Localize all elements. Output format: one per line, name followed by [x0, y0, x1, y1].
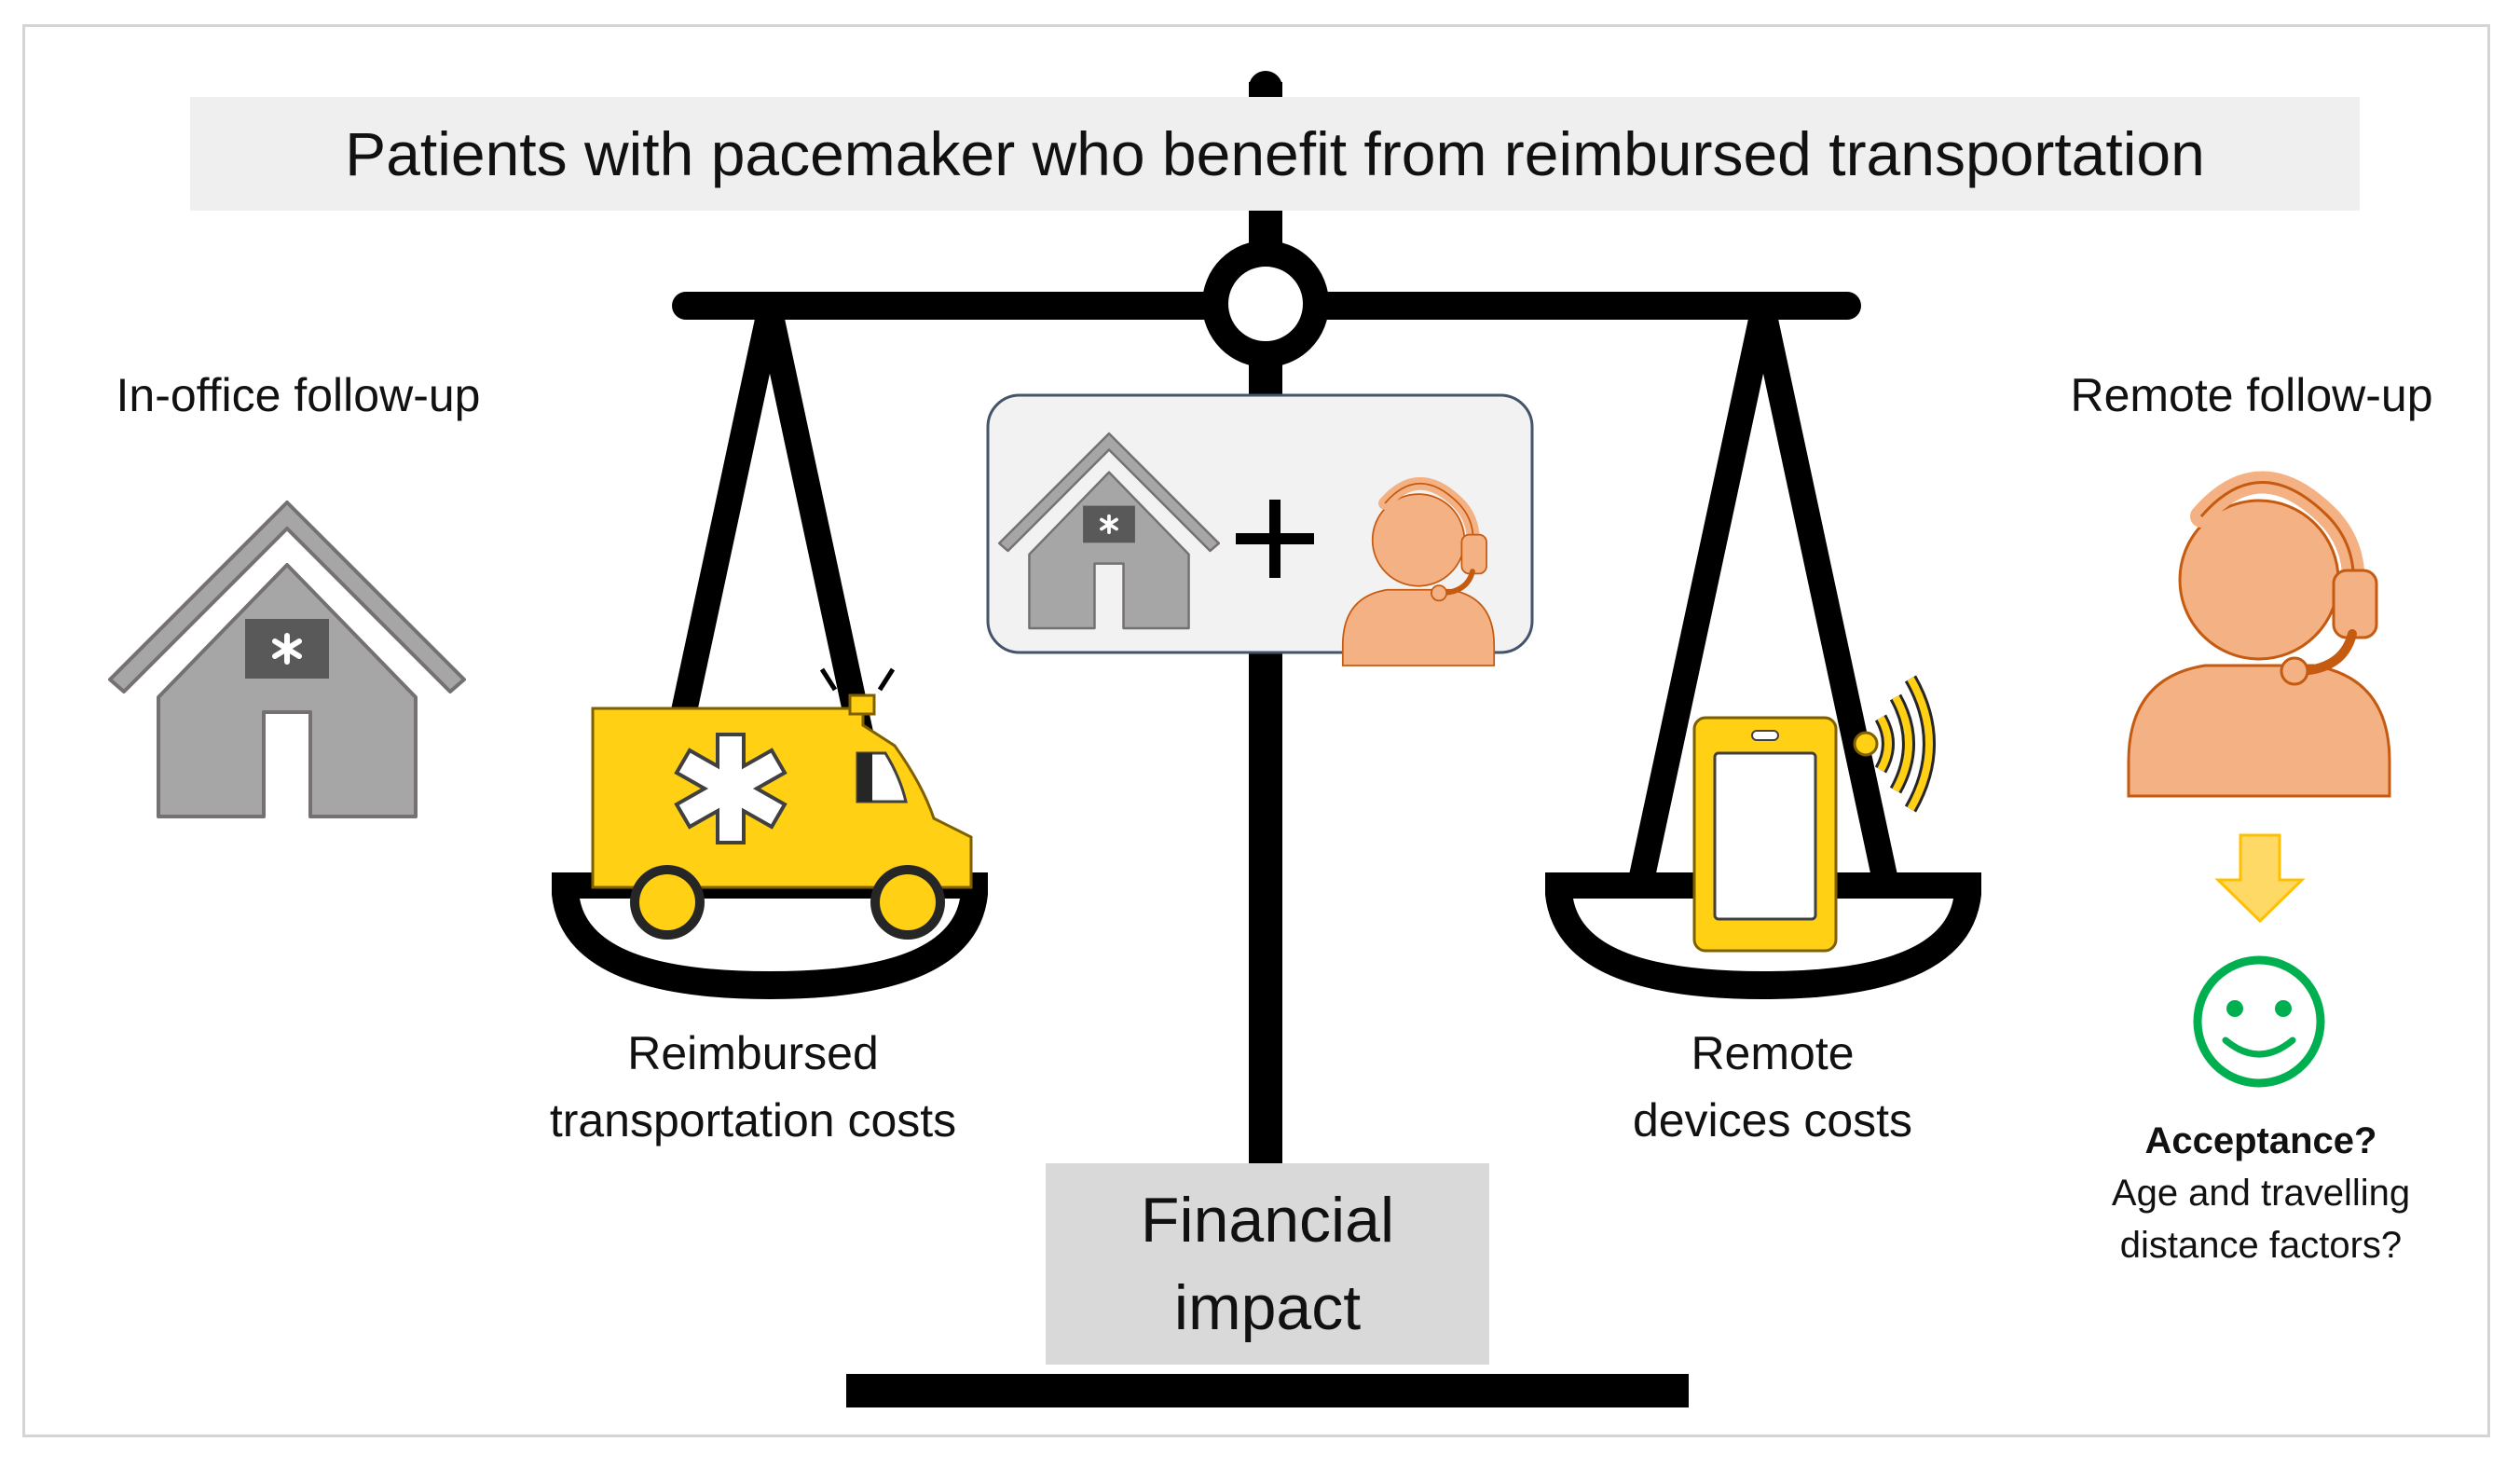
hospital-icon — [110, 502, 464, 817]
financial-impact-line2: impact — [1173, 1272, 1362, 1343]
title-box — [190, 97, 2360, 211]
headset-person-icon — [2129, 482, 2390, 796]
smiley-icon — [2193, 955, 2325, 1088]
acceptance-factors-line2: distance factors? — [2119, 1225, 2403, 1266]
financial-impact-label: Financial impact — [1046, 1176, 1489, 1352]
plus-icon — [1236, 500, 1314, 578]
device-costs-label-line2: devices costs — [1632, 1094, 1913, 1146]
acceptance-factors-line1: Age and travelling — [2111, 1173, 2411, 1214]
wireless-signal-icon — [1853, 675, 1936, 813]
figure-frame — [22, 24, 2490, 1437]
scale-top-knob — [1249, 71, 1282, 104]
in-office-follow-up-label: In-office follow-up — [116, 369, 481, 421]
financial-impact-line1: Financial — [1140, 1185, 1395, 1256]
diagram-title: Patients with pacemaker who benefit from… — [345, 119, 2205, 188]
transportation-costs-label-line1: Reimbursed — [627, 1027, 879, 1079]
scale-base — [846, 1374, 1689, 1407]
down-arrow-icon — [2214, 833, 2306, 924]
ambulance-icon — [591, 667, 973, 940]
acceptance-note: Acceptance? Age and travelling distance … — [2056, 1115, 2466, 1271]
acceptance-question: Acceptance? — [2144, 1120, 2377, 1161]
smartphone-icon — [1692, 716, 1838, 953]
financial-impact-box — [1046, 1163, 1489, 1365]
scale-pivot — [1202, 240, 1329, 367]
transportation-costs-label-line2: transportation costs — [549, 1094, 957, 1146]
remote-follow-up-label: Remote follow-up — [2070, 369, 2433, 421]
device-costs-label-line1: Remote — [1691, 1027, 1855, 1079]
right-hanger — [1629, 298, 1897, 889]
